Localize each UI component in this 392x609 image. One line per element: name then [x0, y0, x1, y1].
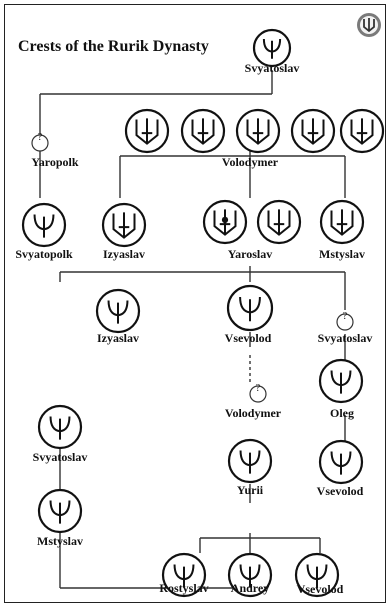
label-yurii: Yurii: [237, 484, 263, 497]
label-vsevolod-1: Vsevolod: [225, 332, 272, 345]
label-svyatoslav-mid-unknown: ?: [343, 310, 347, 323]
label-svyatopolk: Svyatopolk: [15, 248, 72, 261]
crest-svyatoslav-low: [39, 406, 81, 448]
label-vsevolod-2: Vsevolod: [317, 485, 364, 498]
crest-izyaslav-2: [97, 290, 139, 332]
label-andrey: Andrey: [231, 582, 269, 595]
label-svyatoslav-top: Svyatoslav: [245, 62, 300, 75]
crest-volodymer-1: [126, 110, 168, 152]
label-mstyslav-2: Mstyslav: [37, 535, 83, 548]
label-izyaslav-1: Izyaslav: [103, 248, 145, 261]
crest-volodymer-3: [237, 110, 279, 152]
label-yaropolk: Yaropolk: [31, 156, 78, 169]
crest-oleg: [320, 360, 362, 402]
crest-izyaslav-1: [103, 204, 145, 246]
crest-volodymer-2: [182, 110, 224, 152]
crest-vsevolod-2: [320, 441, 362, 483]
label-vsevolod-3: Vsevolod: [297, 583, 344, 596]
crest-yurii: [229, 440, 271, 482]
crest-yaroslav-2: [258, 201, 300, 243]
crest-volodymer-4: [292, 110, 334, 152]
label-svyatoslav-low: Svyatoslav: [33, 451, 88, 464]
label-yaroslav: Yaroslav: [228, 248, 272, 261]
label-mstyslav-1: Mstyslav: [319, 248, 365, 261]
label-yaropolk-unknown: ?: [38, 131, 42, 144]
label-izyaslav-2: Izyaslav: [97, 332, 139, 345]
crest-yaroslav-1: [204, 201, 246, 243]
label-volodymer-mid: Volodymer: [225, 407, 281, 420]
label-rostyslav: Rostyslav: [159, 582, 208, 595]
crest-vsevolod-1: [228, 286, 272, 330]
label-oleg: Oleg: [330, 407, 354, 420]
label-volodymer-mid-unknown: ?: [256, 382, 260, 395]
crest-mstyslav-2: [39, 490, 81, 532]
label-svyatoslav-mid: Svyatoslav: [318, 332, 373, 345]
crest-volodymer-5: [341, 110, 383, 152]
label-volodymer-top: Volodymer: [222, 156, 278, 169]
crest-svyatopolk: [23, 204, 65, 246]
crest-mstyslav-1: [321, 201, 363, 243]
